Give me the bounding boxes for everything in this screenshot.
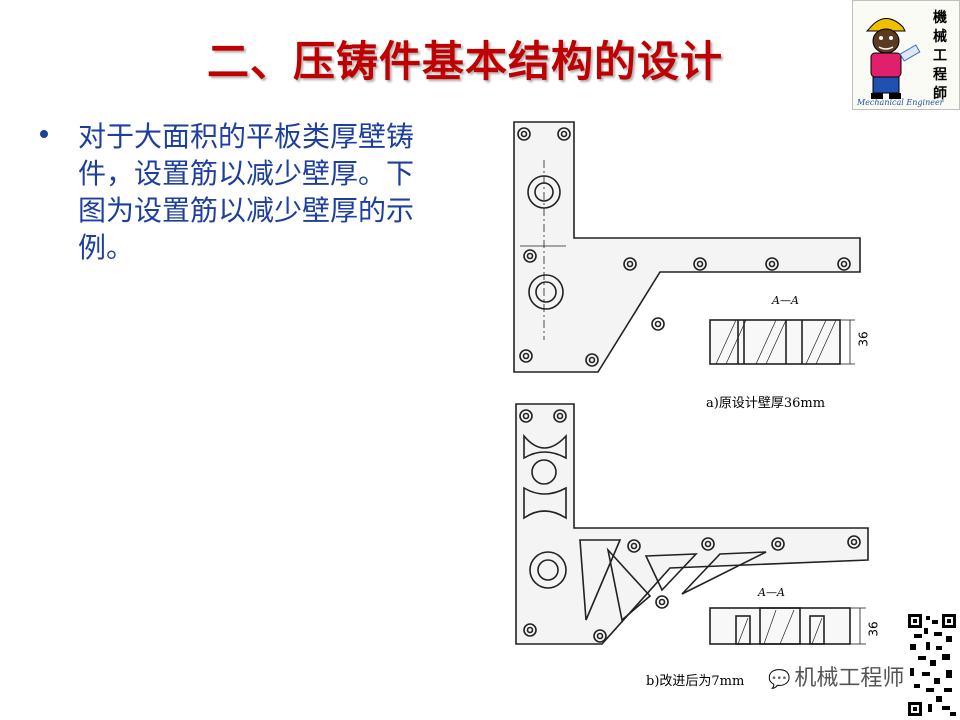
qr-code-icon (906, 612, 958, 718)
casting-drawing: A—A A—A (513, 121, 869, 645)
bullet-marker (40, 130, 48, 138)
section-label-a: A—A (771, 294, 799, 307)
section-label-b: A—A (757, 586, 785, 599)
dimension-label-b: 36 (866, 621, 881, 637)
improved-section-view (709, 607, 866, 645)
wechat-icon: 💬 (768, 669, 791, 690)
bullet-text: 对于大面积的平板类厚壁铸件，设置筋以减少壁厚。下图为设置筋以减少壁厚的示例。 (78, 120, 415, 264)
logo-text: 機 械 工 程 師 (933, 10, 947, 102)
watermark: 💬机械工程师 (768, 660, 904, 692)
caption-original: a)原设计壁厚36mm (706, 396, 826, 411)
engineer-mascot-icon (865, 18, 921, 99)
improved-casting-plan (515, 403, 869, 645)
dimension-label-a: 36 (856, 331, 871, 347)
logo-subtitle: Mechanical Engineer (857, 98, 944, 107)
logo: 機 械 工 程 師 Mechanical Engineer (852, 0, 960, 110)
watermark-text: 机械工程师 (794, 666, 905, 691)
original-casting-plan (513, 121, 861, 373)
caption-improved: b)改进后为7mm (646, 674, 745, 689)
page-title: 二、压铸件基本结构的设计 (206, 37, 723, 86)
original-section-view (709, 319, 855, 365)
